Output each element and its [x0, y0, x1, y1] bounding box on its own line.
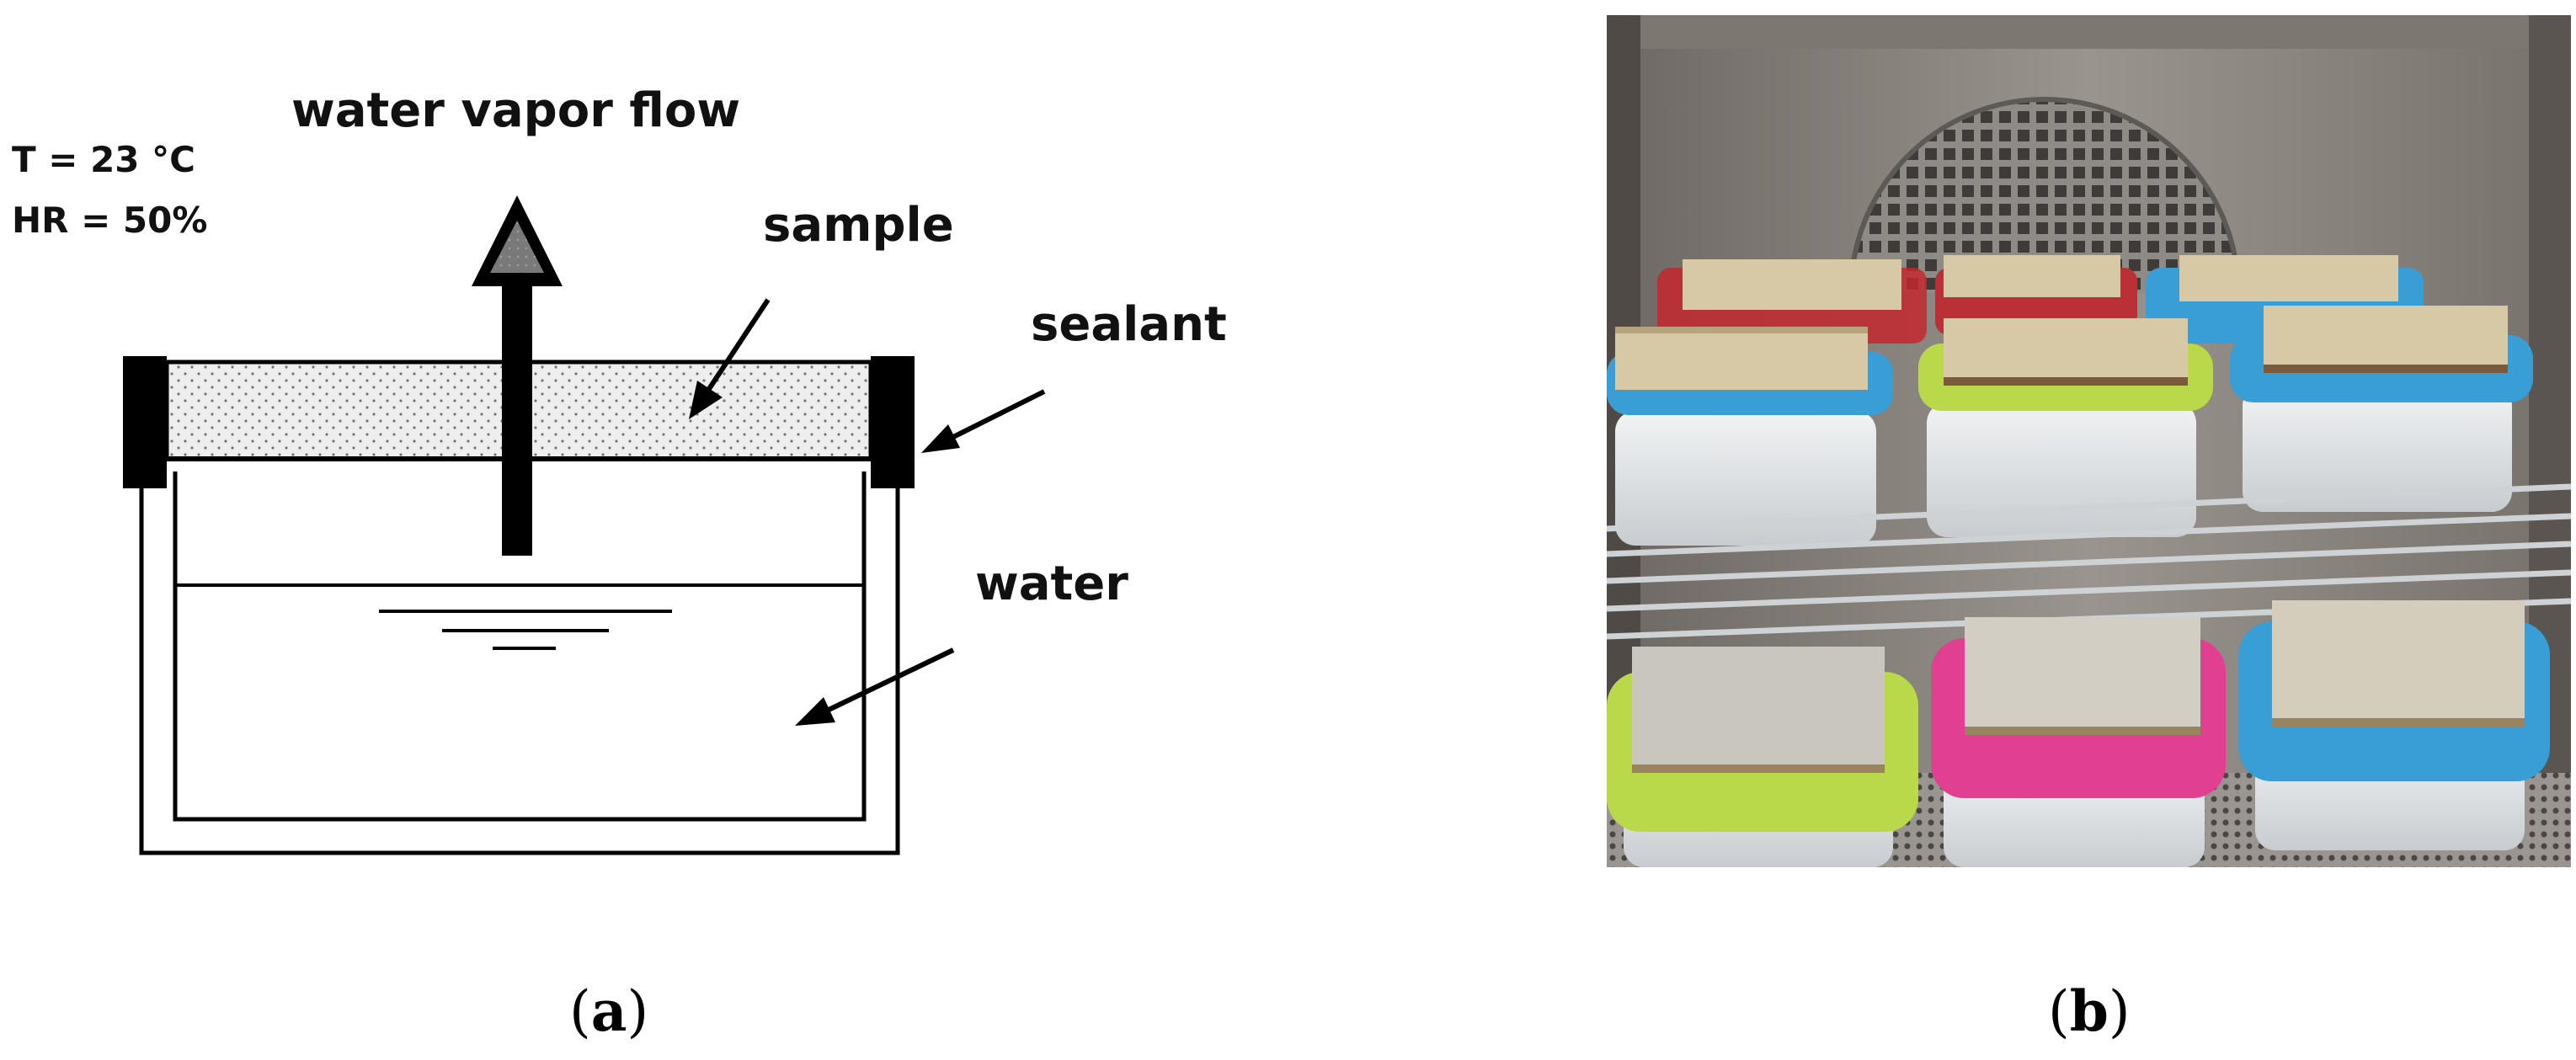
sample-label: sample — [763, 198, 954, 253]
humidity-label: HR = 50% — [12, 200, 207, 241]
caption-a: (a) — [569, 978, 649, 1044]
sealant-right — [871, 356, 915, 488]
water-vapor-flow-label: water vapor flow — [291, 83, 740, 138]
sample-pointer-arrow-icon — [689, 298, 771, 419]
water-pointer-arrow-icon — [795, 647, 955, 726]
sealant-left — [123, 356, 167, 488]
outer-container — [139, 471, 900, 855]
sealant-label: sealant — [1031, 297, 1227, 352]
panel-b-photo — [1607, 15, 2571, 867]
inner-container — [173, 471, 867, 822]
vapor-flow-arrow-icon — [472, 195, 563, 556]
caption-b: (b) — [2048, 978, 2131, 1044]
temperature-label: T = 23 °C — [12, 139, 195, 180]
chamber-photo-image — [1607, 15, 2571, 867]
sealant-pointer-arrow-icon — [921, 389, 1046, 453]
water-label: water — [975, 557, 1128, 611]
